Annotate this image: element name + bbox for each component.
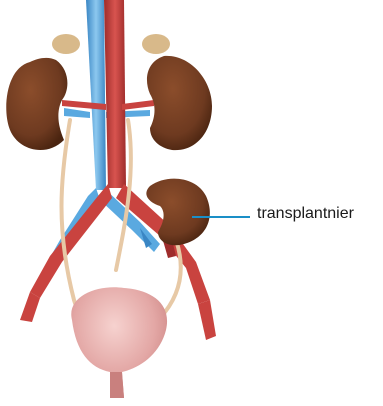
left-kidney bbox=[6, 58, 67, 150]
left-leg-artery bbox=[20, 292, 40, 322]
right-renal-artery bbox=[122, 100, 154, 110]
right-kidney bbox=[147, 56, 212, 150]
transplant-kidney-label: transplantnier bbox=[257, 205, 354, 223]
vena-cava bbox=[86, 0, 106, 190]
left-adrenal-gland bbox=[52, 34, 80, 54]
urethra bbox=[110, 372, 124, 398]
left-renal-vein bbox=[64, 108, 90, 118]
right-leg-artery bbox=[198, 300, 216, 340]
transplant-kidney bbox=[146, 179, 210, 246]
aorta bbox=[104, 0, 126, 188]
right-adrenal-gland bbox=[142, 34, 170, 54]
